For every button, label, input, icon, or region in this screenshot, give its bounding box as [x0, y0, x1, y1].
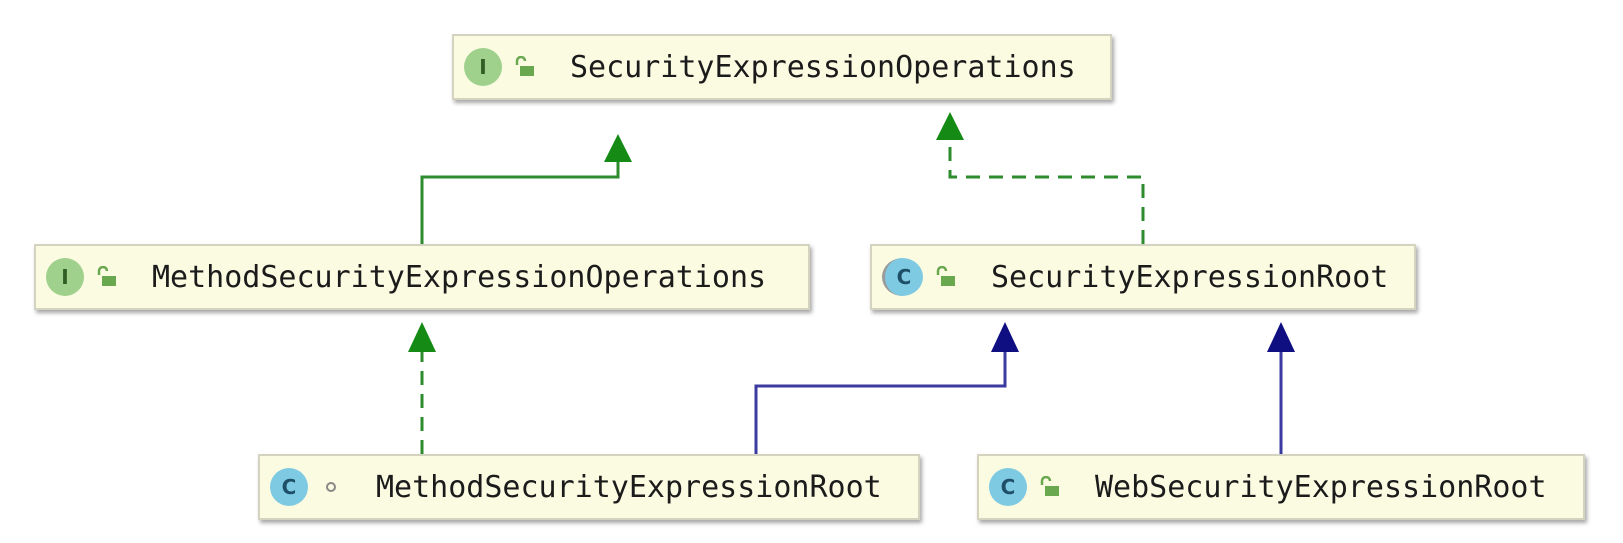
edge-mser-to-ser	[754, 322, 1019, 454]
node-label: SecurityExpressionOperations	[570, 49, 1076, 85]
node-label: MethodSecurityExpressionOperations	[152, 259, 767, 295]
class-icon: C	[270, 468, 308, 506]
class-icon: C	[989, 468, 1027, 506]
node-method-security-expression-root[interactable]: C MethodSecurityExpressionRoot	[258, 454, 920, 520]
abstract-class-icon: C	[882, 258, 923, 296]
interface-icon: I	[464, 48, 502, 86]
node-security-expression-operations[interactable]: I SecurityExpressionOperations	[452, 34, 1112, 100]
public-lock-icon	[512, 54, 538, 80]
public-lock-icon	[94, 264, 120, 290]
node-security-expression-root[interactable]: C SecurityExpressionRoot	[870, 244, 1416, 310]
package-private-circle-icon	[318, 474, 344, 500]
node-label: SecurityExpressionRoot	[991, 259, 1389, 295]
edge-mser-to-mseo	[408, 322, 436, 454]
node-label: WebSecurityExpressionRoot	[1095, 469, 1547, 505]
node-web-security-expression-root[interactable]: C WebSecurityExpressionRoot	[977, 454, 1585, 520]
public-lock-icon	[933, 264, 959, 290]
edge-ser-to-seo	[936, 112, 1145, 244]
edge-wser-to-ser	[1267, 322, 1295, 454]
edge-mseo-to-seo	[420, 134, 632, 244]
node-method-security-expression-operations[interactable]: I MethodSecurityExpressionOperations	[34, 244, 810, 310]
node-label: MethodSecurityExpressionRoot	[376, 469, 882, 505]
public-lock-icon	[1037, 474, 1063, 500]
interface-icon: I	[46, 258, 84, 296]
